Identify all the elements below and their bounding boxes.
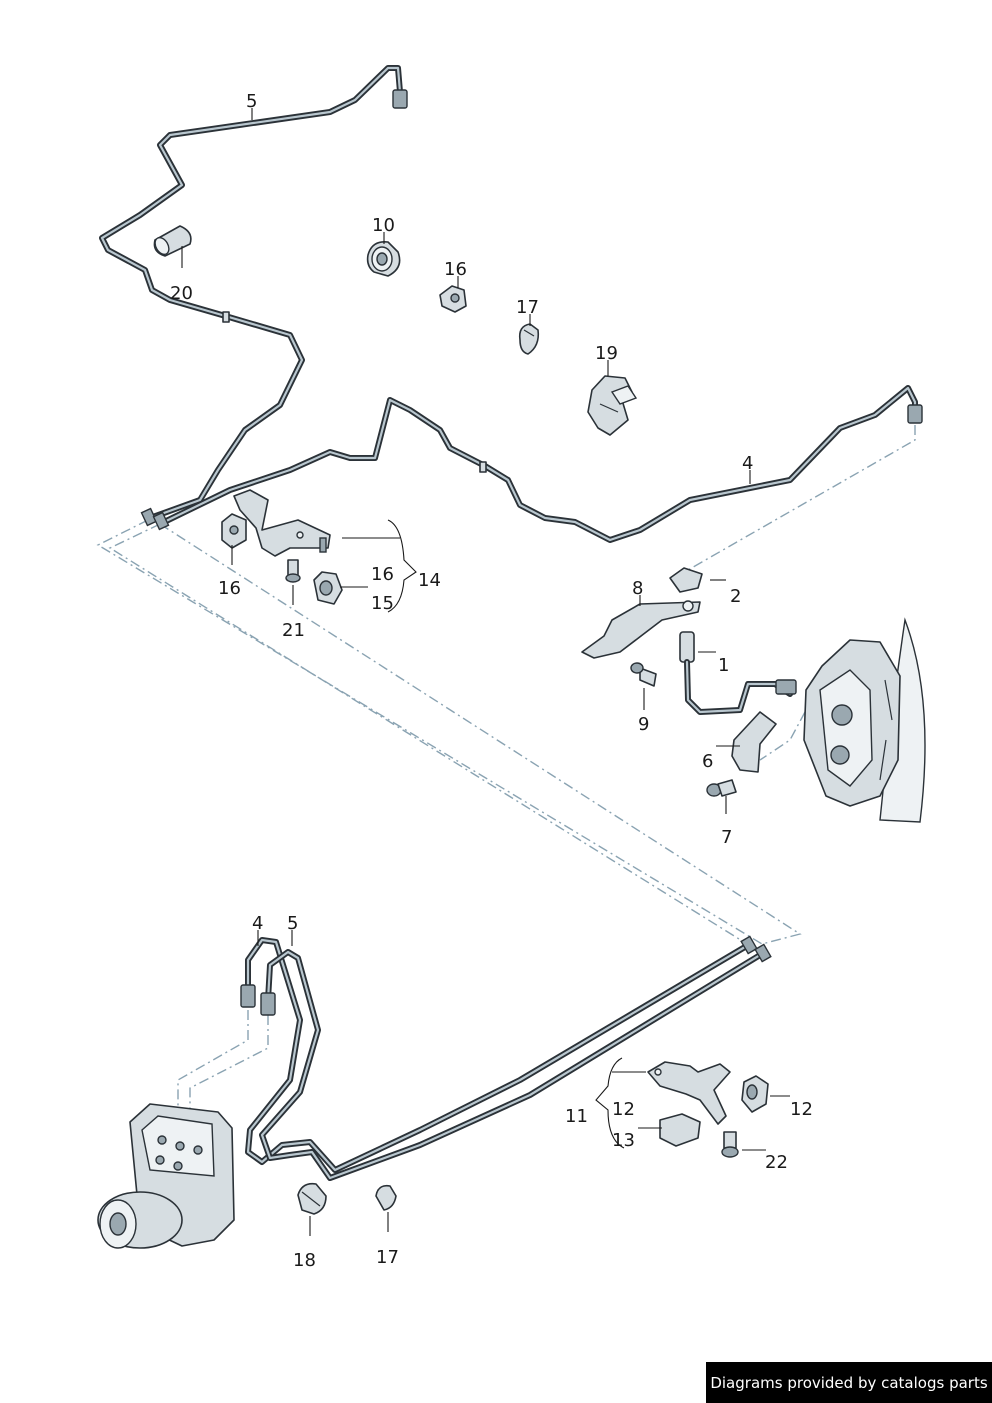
brake-pipe-5 xyxy=(99,65,408,521)
callout-7: 7 xyxy=(721,827,732,848)
clip-part-16-top xyxy=(439,285,467,313)
callout-14: 14 xyxy=(418,570,441,591)
footer-credit-badge: Diagrams provided by catalogs parts xyxy=(706,1362,992,1403)
abs-hydraulic-unit xyxy=(97,1103,235,1249)
callout-15: 15 xyxy=(371,593,394,614)
callout-12-right: 12 xyxy=(790,1099,813,1120)
callout-8: 8 xyxy=(632,578,643,599)
grommet-part-10 xyxy=(366,240,401,277)
bracket-assembly-14 xyxy=(221,489,343,605)
callout-11: 11 xyxy=(565,1106,588,1127)
callout-9: 9 xyxy=(638,714,649,735)
clip-part-17-top xyxy=(518,323,540,355)
callout-13: 13 xyxy=(612,1130,635,1151)
brake-pipe-4 xyxy=(157,385,923,543)
callout-19: 19 xyxy=(595,343,618,364)
callout-20: 20 xyxy=(170,283,193,304)
callout-4-top: 4 xyxy=(742,453,753,474)
callout-10: 10 xyxy=(372,215,395,236)
bracket-6-bolt-7 xyxy=(706,711,777,797)
callout-22: 22 xyxy=(765,1152,788,1173)
routing-guide-lines xyxy=(96,425,916,1145)
brake-caliper xyxy=(803,617,926,823)
callout-17-bottom: 17 xyxy=(376,1247,399,1268)
callout-leader-lines xyxy=(181,108,790,1236)
callout-numbers: 5 20 10 16 17 19 4 16 16 14 15 21 8 2 1 … xyxy=(170,91,813,1271)
callout-21: 21 xyxy=(282,620,305,641)
footer-credit-text: Diagrams provided by catalogs parts xyxy=(710,1373,988,1392)
holder-part-19 xyxy=(587,375,638,436)
callout-16-top: 16 xyxy=(444,259,467,280)
callout-5-bottom: 5 xyxy=(287,913,298,934)
callout-12-left: 12 xyxy=(612,1099,635,1120)
pipe-end-stubs-upper xyxy=(140,507,170,531)
clips-lower xyxy=(297,1182,397,1215)
callout-1: 1 xyxy=(718,655,729,676)
callout-2: 2 xyxy=(730,586,741,607)
brake-pipes-lower xyxy=(240,935,772,1181)
callout-16-left: 16 xyxy=(218,578,241,599)
callout-18: 18 xyxy=(293,1250,316,1271)
callout-17-top: 17 xyxy=(516,297,539,318)
callout-5-top: 5 xyxy=(246,91,257,112)
bracket-assembly-11 xyxy=(647,1061,769,1158)
callout-6: 6 xyxy=(702,751,713,772)
hose-and-bracket-right xyxy=(581,567,797,715)
sleeve-part-20 xyxy=(153,225,192,257)
callout-16-right: 16 xyxy=(371,564,394,585)
callout-4-bottom: 4 xyxy=(252,913,263,934)
